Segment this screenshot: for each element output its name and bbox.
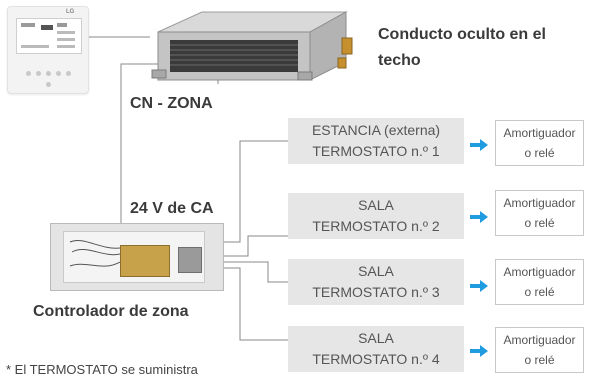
wall-controller-image: LG [7, 6, 89, 94]
damper-3-label: Amortiguador [503, 265, 576, 279]
ducted-unit-label: Conducto oculto en el techo [378, 26, 546, 69]
damper-box-3: Amortiguador o relé [495, 259, 584, 305]
damper-2-label: Amortiguador [503, 196, 576, 210]
damper-box-1: Amortiguador o relé [495, 120, 584, 166]
wire-thermostat-2 [222, 235, 288, 257]
thermostat-2-name: TERMOSTATO n.º 2 [312, 218, 440, 234]
damper-3-sub: o relé [524, 285, 555, 299]
cn-zona-label: CN - ZONA [130, 95, 213, 112]
thermostat-4-name: TERMOSTATO n.º 4 [312, 351, 440, 367]
thermostat-2-room: SALA [358, 197, 394, 213]
thermostat-box-4: SALA TERMOSTATO n.º 4 [288, 326, 464, 372]
zone-controller-label: Controlador de zona [33, 303, 189, 320]
thermostat-box-2: SALA TERMOSTATO n.º 2 [288, 193, 464, 239]
thermostat-1-room: ESTANCIA (externa) [311, 122, 441, 138]
ducted-unit-image [150, 10, 360, 84]
damper-1-sub: o relé [524, 146, 555, 160]
damper-box-2: Amortiguador o relé [495, 190, 584, 236]
footnote: * El TERMOSTATO se suministra [6, 362, 198, 377]
arrow-right-icon [470, 345, 488, 357]
thermostat-4-room: SALA [358, 330, 394, 346]
thermostat-box-1: ESTANCIA (externa) TERMOSTATO n.º 1 [288, 118, 464, 164]
wire-thermostat-3 [222, 261, 288, 283]
arrow-right-icon [470, 280, 488, 292]
damper-2-sub: o relé [524, 216, 555, 230]
wire-thermostat-4 [222, 267, 288, 341]
damper-4-label: Amortiguador [503, 333, 576, 347]
thermostat-3-name: TERMOSTATO n.º 3 [312, 284, 440, 300]
thermostat-1-name: TERMOSTATO n.º 1 [312, 143, 440, 159]
thermostat-3-room: SALA [358, 263, 394, 279]
arrow-right-icon [470, 211, 488, 223]
damper-box-4: Amortiguador o relé [495, 327, 584, 373]
zone-controller-image [50, 223, 224, 291]
damper-4-sub: o relé [524, 353, 555, 367]
thermostat-box-3: SALA TERMOSTATO n.º 3 [288, 259, 464, 305]
remote-screen [16, 18, 82, 54]
arrow-right-icon [470, 139, 488, 151]
remote-logo: LG [66, 9, 75, 15]
damper-1-label: Amortiguador [503, 126, 576, 140]
voltage-label: 24 V de CA [130, 200, 214, 217]
wire-thermostat-1 [222, 140, 288, 243]
